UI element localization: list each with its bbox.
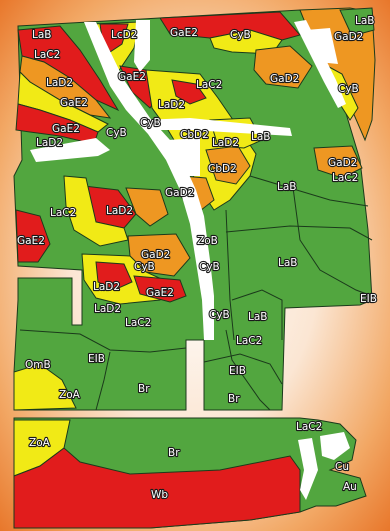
label-zob: ZoB — [197, 235, 218, 247]
label-cyb-top: CyB — [230, 29, 251, 41]
map-labels: LaB LcD2 GaE2 CyB LaB GaD2 LaC2 GaE2 LaC… — [16, 14, 378, 502]
label-br-a: Br — [138, 383, 150, 395]
soil-unit-wb-red — [13, 447, 301, 529]
field-white-patch-central — [168, 138, 200, 176]
label-lad2-c: LaD2 — [36, 137, 63, 149]
label-gae2-b: GaE2 — [118, 71, 146, 83]
label-lac2-c: LaC2 — [332, 172, 358, 184]
label-cyb-d: CyB — [134, 261, 155, 273]
label-eib-b: EIB — [229, 365, 246, 377]
label-gae2-d: GaE2 — [52, 123, 80, 135]
label-lab-b: LaB — [277, 181, 297, 193]
label-lac2-b: LaC2 — [196, 79, 222, 91]
road-lower-white — [298, 438, 318, 500]
label-br-c: Br — [168, 447, 180, 459]
label-lab-a: LaB — [251, 131, 271, 143]
label-lad2-f: LaD2 — [93, 281, 120, 293]
label-lad2-a: LaD2 — [46, 77, 73, 89]
road-west-spur — [30, 138, 110, 162]
soil-unit-gad2-right-b — [313, 145, 363, 179]
boundary-line — [225, 209, 235, 341]
label-lab-d: LaB — [248, 311, 268, 323]
soil-unit-lad2-lower — [95, 261, 133, 291]
boundary-line — [249, 175, 369, 207]
label-lad2-g: LaD2 — [94, 303, 121, 315]
soil-unit-zoa-left — [13, 363, 77, 411]
label-cbd2-b: CbD2 — [208, 163, 237, 175]
label-gae2-e: GaE2 — [17, 235, 45, 247]
label-gad2-b: GaD2 — [270, 73, 299, 85]
label-lac2-a: LaC2 — [34, 49, 60, 61]
soil-unit-gad2-left — [125, 187, 169, 227]
label-br-b: Br — [228, 393, 240, 405]
label-gae2-f: GaE2 — [146, 287, 174, 299]
label-lab-c: LaB — [278, 257, 298, 269]
label-lab-corner: LaB — [355, 15, 375, 27]
soil-unit-gae2-left — [15, 209, 51, 263]
label-eib-right: EIB — [360, 293, 377, 305]
boundary-line — [291, 179, 373, 297]
label-lac2-g: LaC2 — [296, 421, 322, 433]
label-lad2-b: LaD2 — [158, 99, 185, 111]
soil-unit-gae2-lower — [133, 275, 187, 303]
label-lab-top: LaB — [32, 29, 52, 41]
boundary-line — [225, 225, 373, 241]
boundary-line — [203, 353, 283, 385]
label-cyb-f: CyB — [209, 309, 230, 321]
label-gad2-d: GaD2 — [165, 187, 194, 199]
label-cyb-b: CyB — [106, 127, 127, 139]
label-lad2-e: LaD2 — [106, 205, 133, 217]
label-cu: Cu — [335, 461, 349, 473]
label-gad2-corner: GaD2 — [334, 31, 363, 43]
road-upper-east — [294, 20, 346, 108]
label-lac2-e: LaC2 — [125, 317, 151, 329]
label-lad2-d: LaD2 — [212, 137, 239, 149]
road-lower-east — [320, 432, 350, 460]
label-lcd2: LcD2 — [111, 29, 137, 41]
label-omb: OmB — [25, 359, 51, 371]
label-cbd2-a: CbD2 — [180, 129, 209, 141]
boundary-line — [95, 351, 111, 411]
field-white-patch-right — [306, 28, 338, 64]
soil-unit-lad2-central — [171, 79, 207, 105]
road-east — [142, 118, 292, 136]
label-gae2-top: GaE2 — [170, 27, 198, 39]
label-lac2-d: LaC2 — [50, 207, 76, 219]
label-gad2-e: GaD2 — [141, 249, 170, 261]
soil-unit-gad2-right — [253, 45, 313, 89]
label-cyb-c: CyB — [140, 117, 161, 129]
boundary-line — [19, 329, 187, 353]
soil-unit-lab-corner — [339, 7, 375, 37]
label-cyb-e: CyB — [199, 261, 220, 273]
label-au: Au — [343, 481, 357, 493]
label-gae2-c: GaE2 — [60, 97, 88, 109]
boundary-line — [225, 329, 271, 411]
label-lac2-f: LaC2 — [236, 335, 262, 347]
label-zoa-a: ZoA — [59, 389, 81, 401]
label-eib-a: EIB — [88, 353, 105, 365]
road-north-branch — [134, 20, 150, 72]
label-wb: Wb — [151, 489, 168, 501]
boundary-line — [231, 289, 283, 340]
label-zoa-b: ZoA — [29, 437, 51, 449]
road-main — [84, 22, 214, 340]
label-gad2-c: GaD2 — [328, 157, 357, 169]
label-cyb-right: CyB — [338, 83, 359, 95]
